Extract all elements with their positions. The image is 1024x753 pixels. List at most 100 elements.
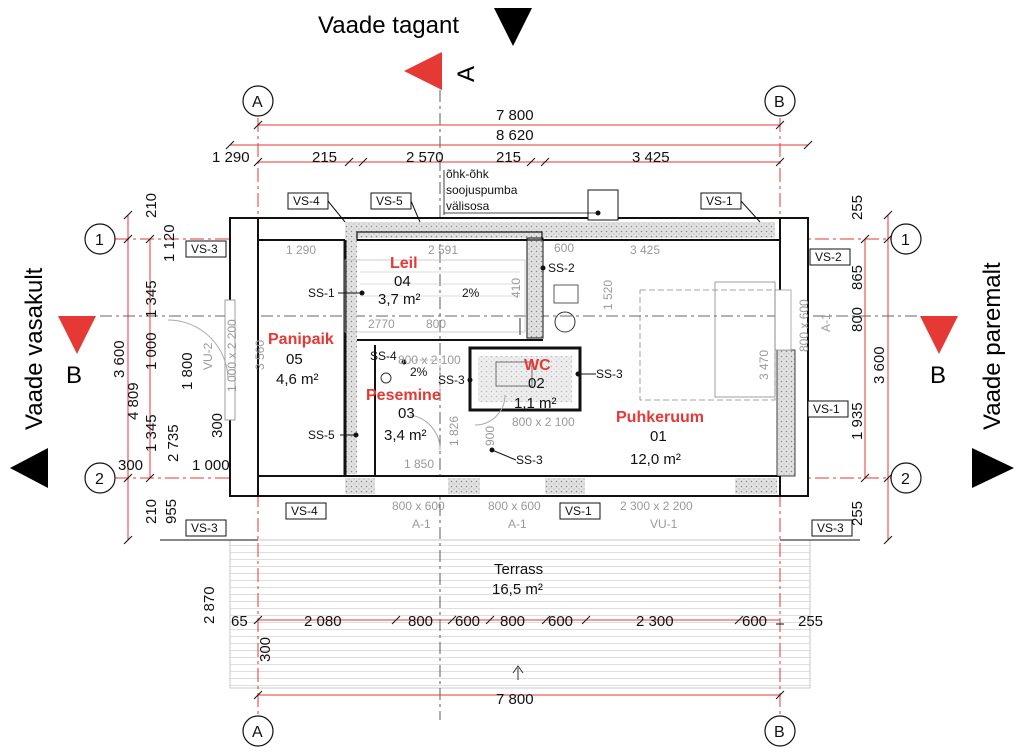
svg-text:1: 1 [95,232,104,249]
svg-text:3 560: 3 560 [253,340,267,370]
svg-text:A-1: A-1 [412,517,431,531]
svg-text:3 600: 3 600 [111,340,128,378]
dim-top-215b: 215 [496,149,521,166]
svg-text:õhk-õhk: õhk-õhk [446,167,490,181]
svg-text:1,1 m²: 1,1 m² [514,395,557,412]
svg-text:1 935: 1 935 [849,402,866,440]
dim-top-1290: 1 290 [212,149,250,166]
left-dimensions: 210 1 120 1 345 3 600 4 809 1 000 1 800 … [111,193,230,524]
svg-text:1 800: 1 800 [179,352,196,390]
dim-overall-7800-top: 7 800 [496,107,534,124]
svg-text:300: 300 [118,457,143,474]
svg-text:2 870: 2 870 [201,586,218,624]
svg-text:2 591: 2 591 [428,243,458,257]
room-panipaik: Panipaik 05 4,6 m² [268,331,334,388]
svg-text:4,6 m²: 4,6 m² [276,371,319,388]
svg-text:600: 600 [455,613,480,630]
section-a-marker [404,52,442,90]
svg-text:soojuspumba: soojuspumba [446,183,518,197]
svg-text:VS-1: VS-1 [813,402,840,416]
svg-text:1: 1 [901,232,910,249]
svg-text:800: 800 [408,613,433,630]
section-b-right-marker [920,316,958,354]
svg-text:1 850: 1 850 [404,457,434,471]
svg-text:SS-3: SS-3 [516,453,543,467]
dim-top-2570: 2 570 [406,149,444,166]
svg-text:2770: 2770 [368,317,395,331]
svg-text:210: 210 [143,193,160,218]
svg-text:SS-4: SS-4 [370,349,397,363]
svg-text:2 735: 2 735 [165,424,182,462]
view-left-label: Vaade vasakult [21,267,48,430]
svg-text:300: 300 [209,413,226,438]
svg-text:800: 800 [500,613,525,630]
svg-text:B: B [774,94,785,111]
section-b-left-marker [58,316,96,354]
svg-text:12,0 m²: 12,0 m² [630,451,681,468]
svg-text:3 600: 3 600 [871,346,888,384]
svg-text:1 345: 1 345 [143,280,160,318]
svg-text:3 425: 3 425 [630,243,660,257]
view-left-arrow [10,448,48,488]
svg-text:VS-3: VS-3 [817,521,844,535]
svg-text:2: 2 [95,471,104,488]
wall-window-tags: VS-4 VS-5 VS-1 VS-3 VS-2 VS-1 VS-4 VS-1 … [185,192,853,537]
svg-text:1 120: 1 120 [161,224,178,262]
svg-text:VS-4: VS-4 [293,194,320,208]
svg-text:VS-4: VS-4 [291,504,318,518]
svg-text:1 000 x 2 200: 1 000 x 2 200 [225,319,239,392]
svg-text:800 x 2 100: 800 x 2 100 [512,415,575,429]
svg-text:VS-5: VS-5 [376,194,403,208]
svg-text:SS-3: SS-3 [596,367,623,381]
svg-text:SS-3: SS-3 [438,373,465,387]
svg-text:3,4 m²: 3,4 m² [384,427,427,444]
svg-text:1 520: 1 520 [601,280,615,310]
dim-top-3425: 3 425 [632,149,670,166]
room-wc: WC 02 1,1 m² [514,357,557,412]
view-right-arrow [972,448,1014,488]
room-terrass: Terrass 16,5 m² [492,561,543,598]
svg-text:VS-1: VS-1 [706,194,733,208]
right-dimensions: 255 865 800 3 600 1 935 255 [849,195,888,526]
svg-text:B: B [774,724,785,741]
svg-text:1 000: 1 000 [143,332,160,370]
svg-text:03: 03 [398,405,415,422]
exterior-walls [160,189,860,680]
svg-text:Pesemine: Pesemine [366,387,441,404]
view-back-label: Vaade tagant [318,12,459,39]
svg-text:955: 955 [163,499,180,524]
svg-text:VS-3: VS-3 [191,521,218,535]
svg-text:VS-2: VS-2 [815,250,842,264]
svg-text:2: 2 [901,471,910,488]
svg-text:Leil: Leil [390,255,418,272]
svg-text:1 826: 1 826 [447,416,461,446]
section-b-left-letter: B [66,362,82,389]
dim-overall-8620: 8 620 [496,127,534,144]
svg-text:A: A [252,94,263,111]
svg-text:65: 65 [231,613,248,630]
svg-text:255: 255 [849,195,866,220]
svg-text:SS-2: SS-2 [548,261,575,275]
dim-top-215a: 215 [312,149,337,166]
section-b-right-letter: B [930,362,946,389]
svg-text:2%: 2% [410,365,428,379]
svg-text:2 300 x 2 200: 2 300 x 2 200 [620,499,693,513]
bottom-dimensions: 65 2 080 800 600 800 600 2 300 600 255 3… [201,586,823,708]
svg-text:255: 255 [798,613,823,630]
svg-text:2 080: 2 080 [304,613,342,630]
svg-text:2 300: 2 300 [636,613,674,630]
svg-text:välisosa: välisosa [446,199,490,213]
svg-text:300: 300 [257,637,274,662]
svg-text:VS-1: VS-1 [565,504,592,518]
svg-text:SS-1: SS-1 [308,286,335,300]
heat-pump-note: õhk-õhk soojuspumba välisosa [443,167,601,216]
view-right-label: Vaade paremalt [979,262,1006,430]
red-dimension-lines [127,124,889,696]
svg-text:800 x 2 100: 800 x 2 100 [398,353,461,367]
svg-text:01: 01 [650,428,667,445]
room-puhkeruum: Puhkeruum 01 12,0 m² [616,409,704,468]
svg-text:VS-3: VS-3 [191,242,218,256]
svg-text:800 x 600: 800 x 600 [488,499,541,513]
svg-text:865: 865 [849,265,866,290]
